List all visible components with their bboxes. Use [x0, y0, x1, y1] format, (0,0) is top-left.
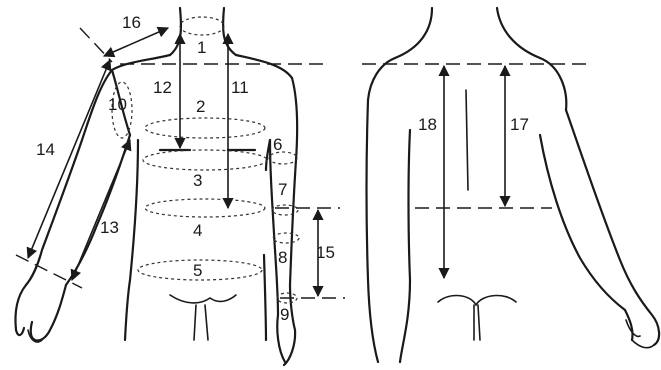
label-9: 9 [280, 305, 289, 324]
label-8: 8 [278, 248, 287, 267]
back-figure [367, 8, 660, 362]
label-17: 17 [510, 115, 529, 134]
label-11: 11 [231, 78, 249, 97]
label-14: 14 [36, 140, 55, 159]
label-2: 2 [196, 97, 205, 116]
label-5: 5 [193, 261, 202, 280]
label-16: 16 [122, 13, 141, 32]
label-10: 10 [108, 95, 127, 114]
label-12: 12 [153, 78, 172, 97]
label-1: 1 [197, 38, 206, 57]
label-3: 3 [193, 171, 202, 190]
back-guide-lines [362, 64, 590, 208]
label-18: 18 [418, 115, 437, 134]
label-7: 7 [278, 180, 287, 199]
label-13: 13 [100, 218, 119, 237]
label-4: 4 [193, 221, 202, 240]
label-15: 15 [316, 243, 335, 262]
label-6: 6 [273, 135, 282, 154]
back-measurement-arrows [444, 66, 505, 278]
